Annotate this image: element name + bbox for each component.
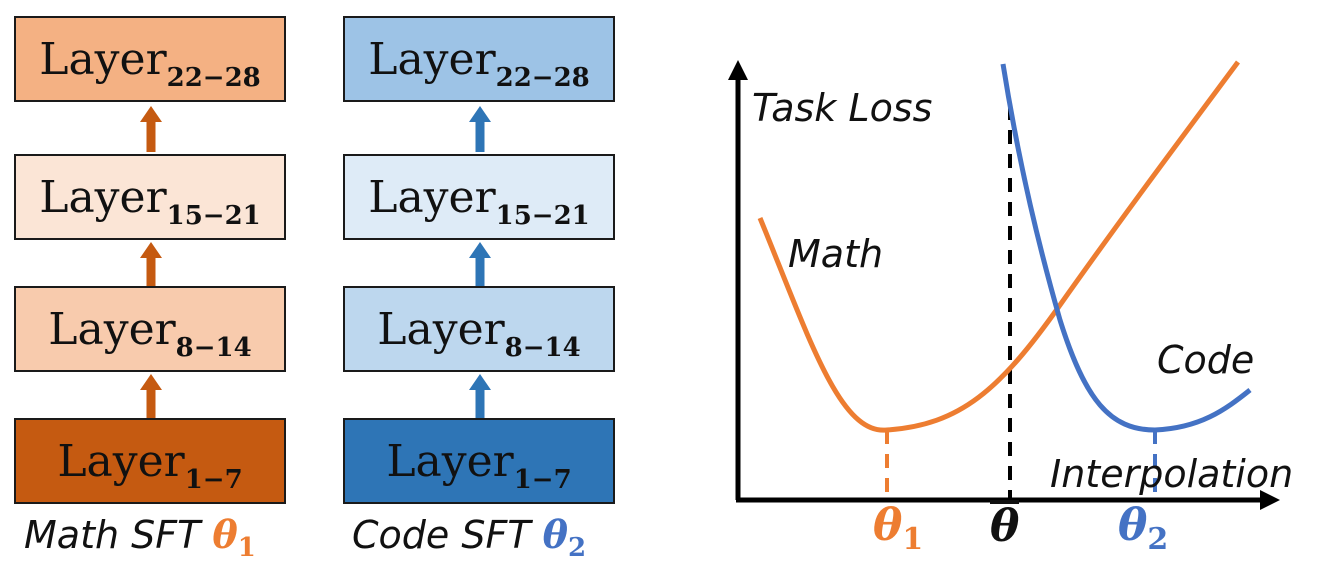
math-loss-curve — [757, 60, 1241, 433]
math-layer-1-7: Layer1−7 — [14, 418, 286, 504]
code-curve-label: Code — [1157, 338, 1255, 382]
theta-2-symbol: θ2 — [542, 512, 587, 563]
arrow-up-icon — [469, 242, 491, 288]
code-layer-8-14: Layer8−14 — [343, 286, 615, 372]
y-axis-arrowhead — [728, 60, 748, 80]
math-layer-22-28: Layer22−28 — [14, 16, 286, 102]
math-sft-caption: Math SFT θ1 — [24, 512, 256, 563]
code-layer-1-7: Layer1−7 — [343, 418, 615, 504]
theta-bar-tick: θ — [990, 500, 1020, 552]
theta-1-tick: θ1 — [873, 500, 924, 557]
code-layer-22-28: Layer22−28 — [343, 16, 615, 102]
math-layer-15-21-label: Layer15−21 — [39, 171, 261, 231]
theta-2-tick: θ2 — [1118, 500, 1169, 557]
arrow-up-icon — [140, 106, 162, 152]
math-layer-22-28-label: Layer22−28 — [39, 33, 261, 93]
x-axis-label: Interpolation — [1050, 452, 1294, 496]
arrow-up-icon — [469, 374, 491, 420]
code-loss-curve — [1000, 63, 1252, 433]
code-layer-8-14-label: Layer8−14 — [377, 303, 581, 363]
code-sft-caption: Code SFT θ2 — [352, 512, 587, 563]
arrow-up-icon — [140, 242, 162, 288]
math-layer-8-14-label: Layer8−14 — [48, 303, 252, 363]
x-axis-arrowhead — [1260, 490, 1280, 510]
code-layer-15-21-label: Layer15−21 — [368, 171, 590, 231]
math-curve-label: Math — [788, 232, 884, 276]
code-layer-22-28-label: Layer22−28 — [368, 33, 590, 93]
code-layer-15-21: Layer15−21 — [343, 154, 615, 240]
arrow-up-icon — [140, 374, 162, 420]
arrow-up-icon — [469, 106, 491, 152]
y-axis-label: Task Loss — [752, 86, 933, 130]
math-layer-15-21: Layer15−21 — [14, 154, 286, 240]
code-layer-1-7-label: Layer1−7 — [386, 435, 572, 495]
theta-1-symbol: θ1 — [212, 512, 256, 563]
math-layer-8-14: Layer8−14 — [14, 286, 286, 372]
math-layer-1-7-label: Layer1−7 — [57, 435, 243, 495]
